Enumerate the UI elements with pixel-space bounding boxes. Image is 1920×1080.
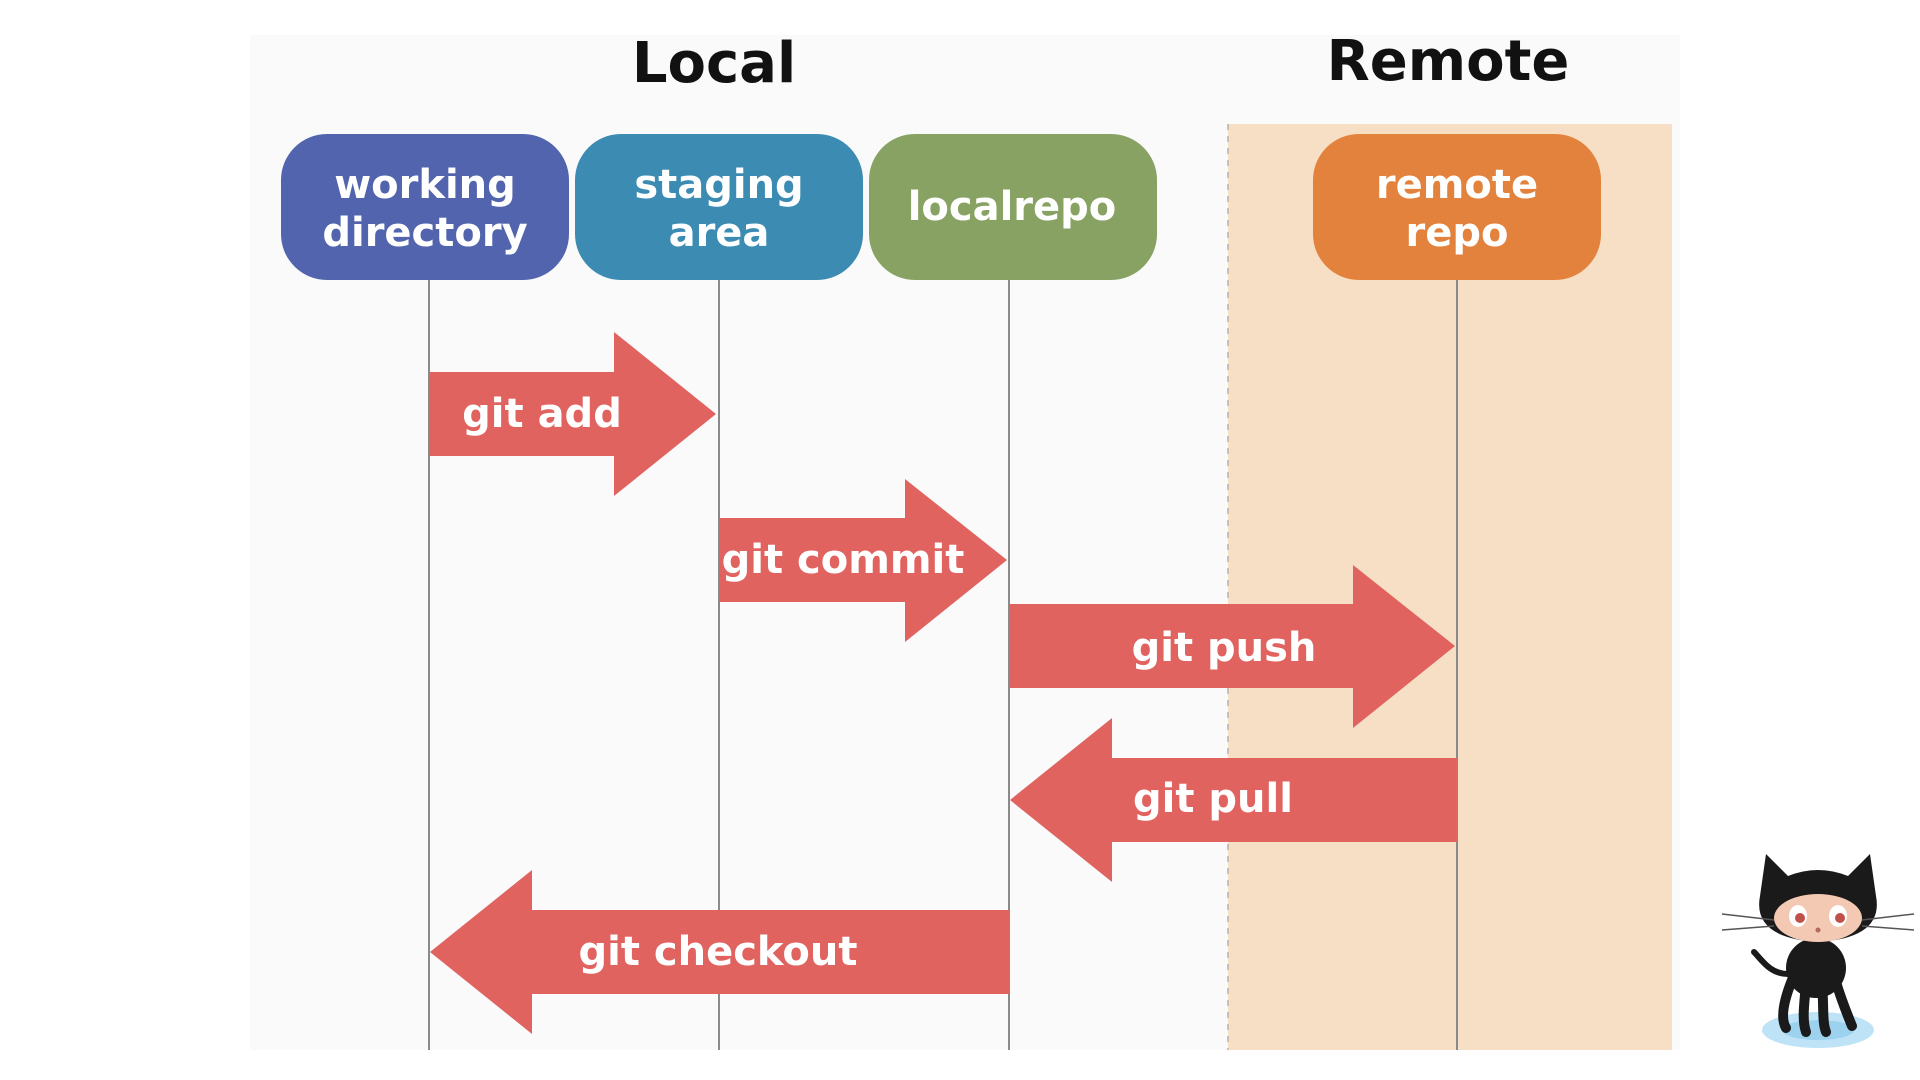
arrow-right-shape bbox=[429, 332, 716, 496]
command-label: git push bbox=[1132, 625, 1317, 671]
tail bbox=[1751, 949, 1791, 977]
stage-localrepo: localrepo bbox=[869, 134, 1157, 280]
command-git-commit: git commit bbox=[719, 479, 1007, 642]
stage-working-directory: working directory bbox=[281, 134, 569, 280]
stage-box bbox=[1313, 134, 1601, 280]
tentacles bbox=[1778, 975, 1857, 1037]
command-label: git checkout bbox=[578, 929, 857, 975]
arrow-right-shape bbox=[1009, 565, 1455, 728]
command-git-pull: git pull bbox=[1010, 718, 1457, 882]
stage-remote-repo: remote repo bbox=[1313, 134, 1601, 280]
command-label: git pull bbox=[1133, 776, 1293, 822]
arrow-left-shape bbox=[430, 870, 1009, 1034]
octocat-icon bbox=[1721, 854, 1915, 1048]
stage-staging-area: staging area bbox=[575, 134, 863, 280]
stage-label-line2: repo bbox=[1406, 210, 1509, 256]
stage-label-line1: working bbox=[334, 162, 516, 208]
nose bbox=[1815, 927, 1821, 933]
command-git-checkout: git checkout bbox=[430, 870, 1009, 1034]
command-label: git add bbox=[462, 391, 622, 437]
local-title: Local bbox=[632, 31, 796, 96]
right-pupil bbox=[1835, 913, 1845, 923]
command-label: git commit bbox=[722, 537, 965, 583]
stage-box bbox=[281, 134, 569, 280]
stage-label-line2: directory bbox=[322, 210, 527, 256]
stage-box bbox=[575, 134, 863, 280]
left-pupil bbox=[1795, 913, 1805, 923]
face bbox=[1774, 894, 1862, 942]
water-ripple bbox=[1782, 1020, 1854, 1040]
whiskers bbox=[1721, 913, 1915, 931]
arrow-left-shape bbox=[1010, 718, 1457, 882]
stage-label-line2: area bbox=[669, 210, 770, 256]
stage-label-line1: staging bbox=[634, 162, 803, 208]
stage-label-line1: localrepo bbox=[908, 184, 1117, 230]
command-git-add: git add bbox=[429, 332, 716, 496]
stage-label-line1: remote bbox=[1376, 162, 1538, 208]
stage-box bbox=[869, 134, 1157, 280]
remote-title: Remote bbox=[1327, 29, 1570, 94]
command-git-push: git push bbox=[1009, 565, 1455, 728]
arrow-right-shape bbox=[719, 479, 1007, 642]
body bbox=[1786, 938, 1846, 998]
